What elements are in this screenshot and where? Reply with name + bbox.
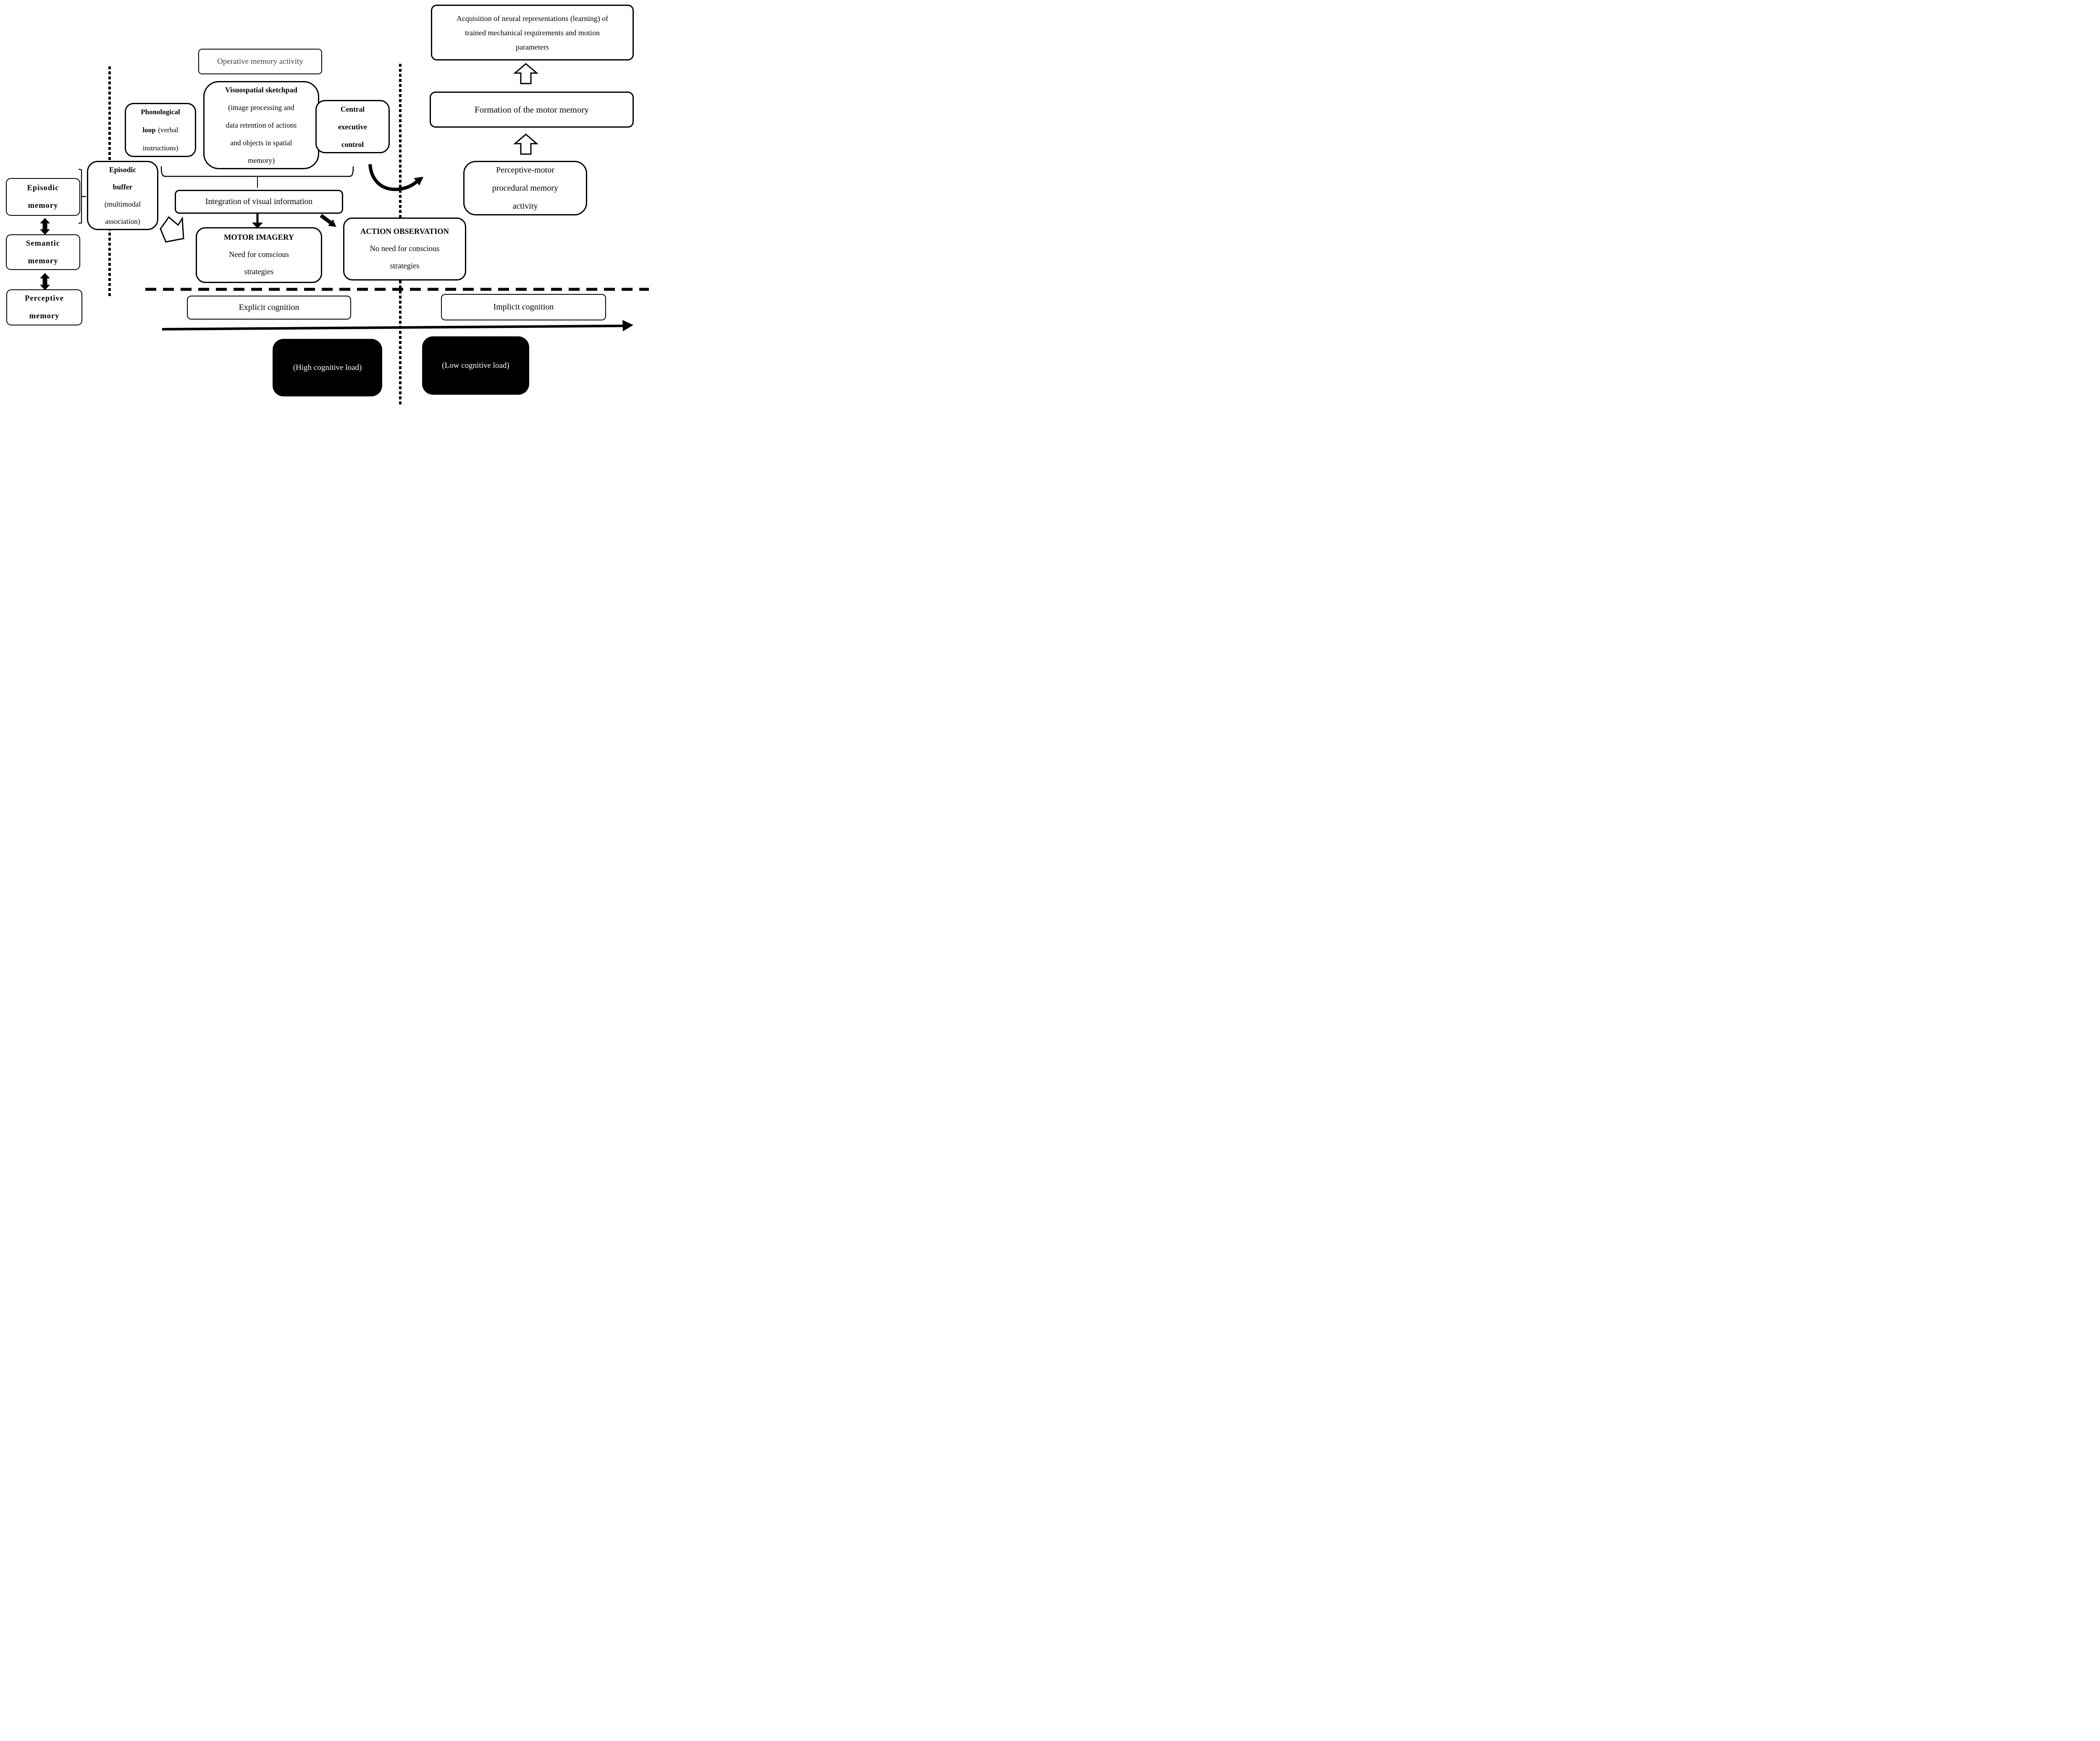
motor-imagery-description: Need for conscious strategies — [229, 251, 289, 276]
semantic-memory-label: Semantic memory — [26, 239, 60, 265]
action-observation-title: ACTION OBSERVATION — [360, 227, 449, 236]
explicit-cognition-label: Explicit cognition — [239, 303, 299, 312]
integration-of-visual-information-box: Integration of visual information — [175, 190, 343, 214]
central-executive-control-box: Central executive control — [315, 100, 390, 153]
memory-systems-diagram: Operative memory activity Phonological l… — [0, 0, 649, 407]
perceptive-memory-label: Perceptive memory — [25, 294, 64, 320]
visuospatial-sketchpad-box: Visuospatial sketchpad (image processing… — [203, 81, 319, 169]
phonological-loop-box: Phonological loop(verbal instructions) — [125, 103, 196, 157]
action-observation-description: No need for conscious strategies — [370, 244, 440, 270]
episodic-memory-box: Episodic memory — [6, 178, 80, 216]
perceptive-memory-box: Perceptive memory — [6, 289, 82, 325]
action-observation-box: ACTION OBSERVATION No need for conscious… — [343, 218, 466, 281]
episodic-buffer-box: Episodic buffer (multimodal association) — [87, 161, 158, 230]
implicit-cognition-box: Implicit cognition — [441, 294, 606, 320]
low-cognitive-load-label: (Low cognitive load) — [442, 361, 509, 370]
low-cognitive-load-box: (Low cognitive load) — [422, 336, 529, 395]
semantic-memory-box: Semantic memory — [6, 234, 80, 270]
operative-memory-activity-label: Operative memory activity — [217, 57, 303, 66]
high-cognitive-load-box: (High cognitive load) — [273, 339, 382, 396]
episodic-buffer-description: (multimodal association) — [104, 199, 141, 225]
perceptive-motor-label: Perceptive-motor procedural memory activ… — [492, 165, 559, 211]
phonological-loop-title-part1: Phonological — [141, 108, 180, 116]
acquisition-of-neural-representations-box: Acquisition of neural representations (l… — [431, 5, 634, 60]
acquisition-label: Acquisition of neural representations (l… — [456, 14, 609, 51]
formation-of-motor-memory-box: Formation of the motor memory — [430, 92, 634, 128]
visuospatial-sketchpad-title: Visuospatial sketchpad — [225, 86, 297, 94]
perceptive-motor-procedural-memory-box: Perceptive-motor procedural memory activ… — [463, 161, 587, 215]
phonological-loop-subtitle-part: (verbal — [158, 126, 178, 134]
motor-imagery-title: MOTOR IMAGERY — [223, 233, 294, 242]
central-executive-control-label: Central executive control — [338, 105, 367, 149]
phonological-loop-title-part2: loop — [142, 126, 156, 134]
motor-imagery-box: MOTOR IMAGERY Need for conscious strateg… — [196, 227, 322, 283]
integration-label: Integration of visual information — [205, 197, 313, 206]
implicit-cognition-label: Implicit cognition — [493, 302, 554, 312]
visuospatial-sketchpad-description: (image processing and data retention of … — [226, 103, 297, 165]
phonological-loop-subtitle-end: instructions) — [142, 144, 178, 152]
explicit-cognition-box: Explicit cognition — [187, 296, 351, 320]
episodic-memory-label: Episodic memory — [27, 184, 59, 210]
formation-label: Formation of the motor memory — [475, 104, 589, 115]
episodic-buffer-title: Episodic buffer — [109, 165, 136, 191]
high-cognitive-load-label: (High cognitive load) — [293, 363, 362, 372]
operative-memory-activity-box: Operative memory activity — [198, 49, 322, 74]
